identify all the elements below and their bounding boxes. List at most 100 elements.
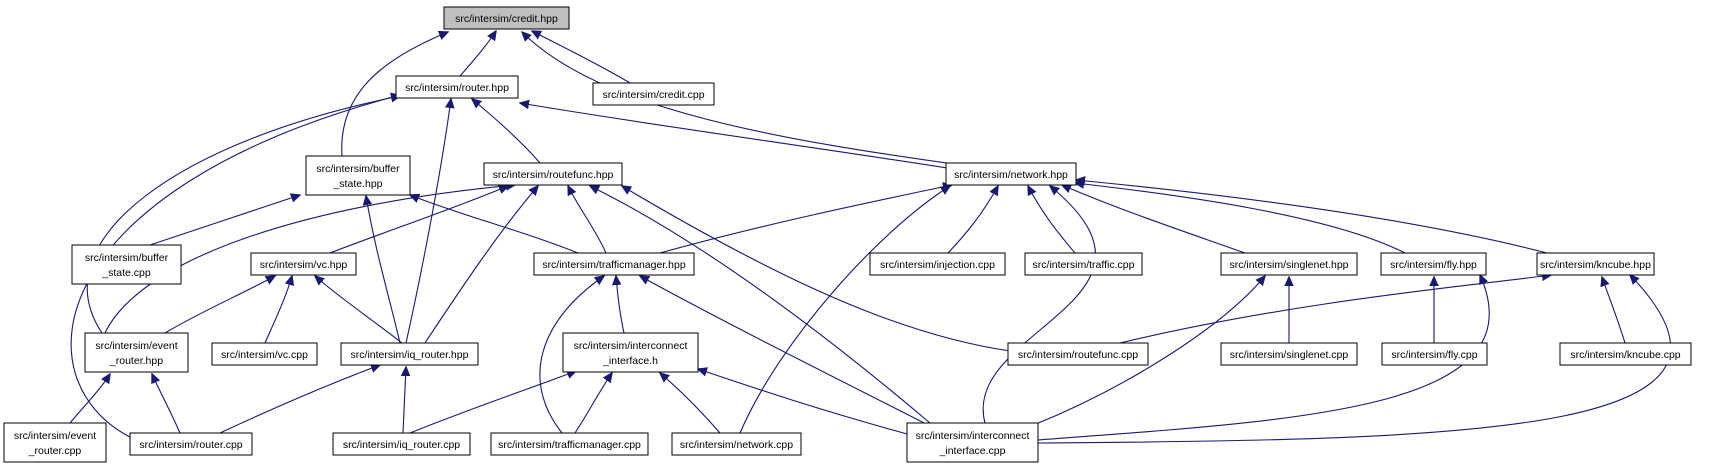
node-label: src/intersim/trafficmanager.cpp [498, 439, 641, 451]
node-box [1380, 252, 1487, 276]
node-credit-hpp[interactable]: src/intersim/credit.hpp [443, 6, 570, 30]
node-label: src/intersim/vc.cpp [221, 349, 308, 361]
edge-iq-router-hpp-to-router-hpp [405, 99, 451, 344]
node-kncube-hpp[interactable]: src/intersim/kncube.hpp [1536, 252, 1655, 276]
node-label: _state.hpp [332, 178, 382, 190]
node-box [395, 75, 519, 99]
node-box [250, 252, 357, 276]
node-label: src/intersim/router.hpp [405, 82, 509, 94]
node-box [1559, 342, 1692, 366]
edge-buffer-state-hpp-to-credit-hpp [341, 32, 448, 157]
node-buffer-state-cpp[interactable]: src/intersim/buffer_state.cpp [71, 244, 182, 285]
edge-interconnect-interface-cpp-to-kncube-hpp [1037, 275, 1672, 444]
node-credit-cpp[interactable]: src/intersim/credit.cpp [592, 82, 715, 106]
node-label: src/intersim/singlenet.cpp [1230, 349, 1349, 361]
edge-injection-cpp-to-network-hpp [947, 186, 998, 254]
node-fly-cpp[interactable]: src/intersim/fly.cpp [1381, 342, 1488, 366]
node-router-cpp[interactable]: src/intersim/router.cpp [129, 432, 253, 456]
node-kncube-cpp[interactable]: src/intersim/kncube.cpp [1559, 342, 1692, 366]
node-network-cpp[interactable]: src/intersim/network.cpp [671, 432, 802, 456]
node-label: src/intersim/credit.hpp [455, 13, 558, 25]
node-label: src/intersim/network.hpp [954, 169, 1068, 181]
edge-routefunc-cpp-to-routefunc-hpp [622, 186, 1011, 352]
edge-fly-hpp-to-network-hpp [1075, 183, 1406, 254]
edge-interconnect-interface-cpp-to-routefunc-hpp [590, 186, 931, 424]
node-box [945, 162, 1077, 186]
edge-kncube-cpp-to-kncube-hpp [1602, 277, 1626, 344]
edge-event-router-hpp-to-router-hpp [86, 96, 400, 334]
node-label: src/intersim/fly.cpp [1391, 349, 1477, 361]
edge-routefunc-hpp-to-router-hpp [472, 99, 541, 164]
node-event-router-cpp[interactable]: src/intersim/event_router.cpp [3, 422, 107, 463]
edge-interconnect-interface-cpp-to-interconnect-interface-h [698, 369, 908, 435]
edge-interconnect-interface-h-to-trafficmanager-hpp [616, 276, 625, 334]
edge-event-router-hpp-to-vc-hpp [164, 276, 275, 334]
node-vc-cpp[interactable]: src/intersim/vc.cpp [211, 342, 318, 366]
node-label: src/intersim/buffer [316, 163, 400, 175]
edge-kncube-hpp-to-network-hpp [1076, 180, 1548, 254]
edge-router-cpp-to-iq-router-hpp [219, 365, 380, 434]
node-buffer-state-hpp[interactable]: src/intersim/buffer _state.hpp [305, 155, 411, 196]
node-label: src/intersim/iq_router.hpp [351, 349, 469, 361]
node-trafficmanager-hpp[interactable]: src/intersim/trafficmanager.hpp [533, 252, 695, 276]
node-vc-hpp[interactable]: src/intersim/vc.hpp [250, 252, 357, 276]
node-label: src/intersim/vc.hpp [260, 259, 348, 271]
node-box [1536, 252, 1655, 276]
node-injection-cpp[interactable]: src/intersim/injection.cpp [869, 252, 1006, 276]
node-box [533, 252, 695, 276]
node-box [671, 432, 802, 456]
edge-trafficmanager-cpp-to-trafficmanager-hpp [539, 276, 604, 434]
node-event-router-hpp[interactable]: src/intersim/event _router.hpp [84, 332, 189, 373]
edge-trafficmanager-hpp-to-buffer-state-hpp [410, 195, 579, 254]
edge-event-router-hpp-to-routefunc-hpp [104, 185, 515, 334]
node-label: src/intersim/kncube.hpp [1540, 259, 1651, 271]
edge-trafficmanager-hpp-to-network-hpp [659, 185, 952, 254]
node-fly-hpp[interactable]: src/intersim/fly.hpp [1380, 252, 1487, 276]
node-router-hpp[interactable]: src/intersim/router.hpp [395, 75, 519, 99]
edge-trafficmanager-cpp-to-interconnect-interface-h [574, 373, 612, 434]
node-traffic-cpp[interactable]: src/intersim/traffic.cpp [1024, 252, 1143, 276]
node-routefunc-hpp[interactable]: src/intersim/routefunc.hpp [483, 162, 623, 186]
edge-network-hpp-to-credit-hpp [522, 32, 969, 167]
node-box [1007, 342, 1149, 366]
node-label: _router.hpp [109, 355, 163, 367]
node-box [869, 252, 1006, 276]
node-trafficmanager-cpp[interactable]: src/intersim/trafficmanager.cpp [490, 432, 649, 456]
edge-iq-router-cpp-to-iq-router-hpp [403, 367, 406, 434]
node-iq-router-hpp[interactable]: src/intersim/iq_router.hpp [340, 342, 479, 366]
edge-iq-router-hpp-to-vc-hpp [315, 276, 403, 344]
node-box [1024, 252, 1143, 276]
edge-network-cpp-to-interconnect-interface-h [660, 373, 721, 434]
node-label: _state.cpp [101, 267, 151, 279]
node-singlenet-cpp[interactable]: src/intersim/singlenet.cpp [1220, 342, 1358, 366]
node-label: src/intersim/trafficmanager.hpp [542, 259, 686, 271]
node-label: src/intersim/iq_router.cpp [343, 439, 460, 451]
node-label: src/intersim/router.cpp [139, 439, 242, 451]
node-label: _router.cpp [28, 445, 82, 457]
node-box [1381, 342, 1488, 366]
node-label: _interface.h [602, 355, 658, 367]
node-label: src/intersim/routefunc.hpp [493, 169, 614, 181]
node-label: src/intersim/injection.cpp [880, 259, 995, 271]
node-box [906, 422, 1039, 463]
node-box [3, 422, 107, 463]
node-interconnect-interface-cpp[interactable]: src/intersim/interconnect_interface.cpp [906, 422, 1039, 463]
node-box [305, 155, 411, 196]
node-label: src/intersim/event [95, 340, 177, 352]
edge-network-cpp-to-network-hpp [739, 186, 950, 434]
node-label: src/intersim/fly.hpp [1390, 259, 1477, 271]
edge-vc-cpp-to-vc-hpp [264, 276, 292, 344]
edge-vc-hpp-to-routefunc-hpp [329, 186, 508, 254]
node-routefunc-cpp[interactable]: src/intersim/routefunc.cpp [1007, 342, 1149, 366]
node-singlenet-hpp[interactable]: src/intersim/singlenet.hpp [1220, 252, 1358, 276]
node-label: src/intersim/kncube.cpp [1570, 349, 1680, 361]
node-box [71, 244, 182, 285]
edge-singlenet-hpp-to-network-hpp [1062, 185, 1246, 254]
node-box [129, 432, 253, 456]
edge-iq-router-hpp-to-buffer-state-hpp [366, 196, 401, 344]
node-network-hpp[interactable]: src/intersim/network.hpp [945, 162, 1077, 186]
edge-network-hpp-to-router-hpp [520, 103, 948, 169]
node-iq-router-cpp[interactable]: src/intersim/iq_router.cpp [332, 432, 471, 456]
node-interconnect-interface-h[interactable]: src/intersim/interconnect_interface.h [562, 332, 699, 373]
